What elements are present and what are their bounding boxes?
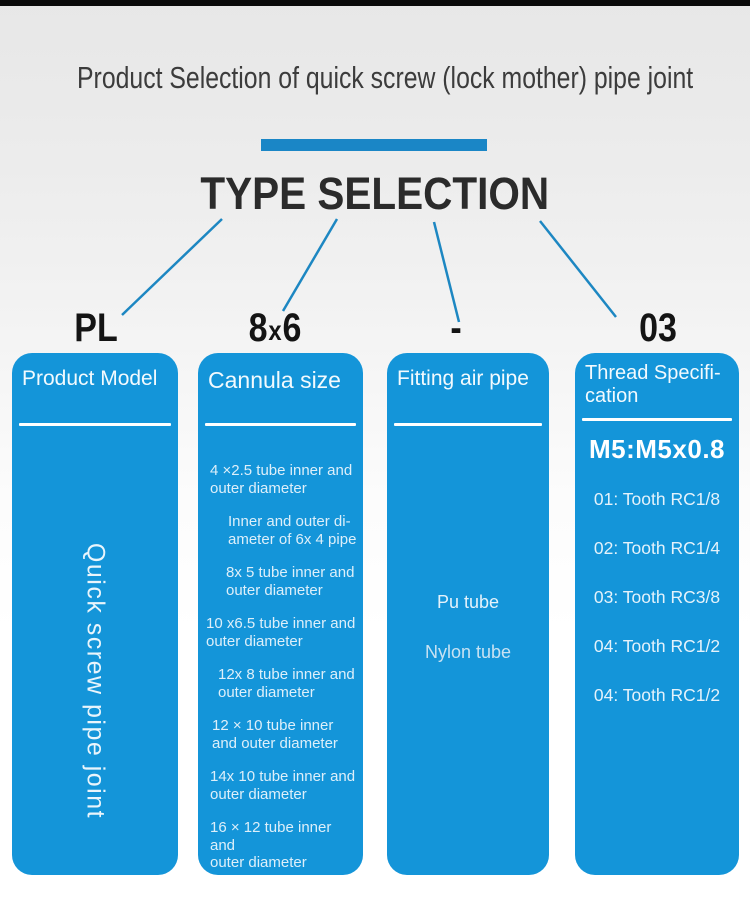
connector-line-product-model [121,218,223,316]
page-title-row: Product Selection of quick screw (lock m… [0,60,750,96]
column-fitting-air-pipe-header: Fitting air pipe [397,367,529,390]
cannula-size-item: 12x 8 tube inner and outer diameter [218,666,355,701]
column-fitting-air-pipe: Fitting air pipe Pu tube Nylon tube [387,353,549,875]
fitting-air-pipe-item: Nylon tube [424,642,512,662]
code-cannula-size: 8x6 [233,306,318,350]
code-separator: - [450,306,462,350]
thread-spec-highlight: M5:M5x0.8 [589,434,725,464]
cannula-size-item: 14x 10 tube inner and outer diameter [210,768,356,803]
thread-spec-item: 02: Tooth RC1/4 [593,538,721,558]
product-model-vertical-label: Quick screw pipe joint [81,542,110,820]
code-thread-spec: 03 [639,306,677,350]
cannula-size-item: 4 ×2.5 tube inner and outer diameter [210,462,353,497]
column-thread-specification: Thread Specifi- cation M5:M5x0.8 01: Too… [575,353,739,875]
cannula-size-item: 10 x6.5 tube inner and outer diameter [206,615,356,650]
title-divider-bar [261,139,487,151]
cannula-size-item: 12 × 10 tube inner and outer diameter [212,717,338,752]
section-title: TYPE SELECTION [200,168,550,219]
thread-spec-item: 03: Tooth RC3/8 [593,587,721,607]
column-product-model-underline [19,423,171,426]
column-fitting-air-pipe-underline [394,423,542,426]
column-thread-specification-underline [582,418,732,421]
column-fitting-air-pipe-body: Pu tube Nylon tube [387,426,549,663]
column-cannula-size-body: 4 ×2.5 tube inner and outer diameter Inn… [198,426,363,872]
column-cannula-size: Cannula size 4 ×2.5 tube inner and outer… [198,353,363,875]
column-product-model: Product Model Quick screw pipe joint [12,353,178,875]
top-black-strip [0,0,750,6]
thread-spec-item: 04: Tooth RC1/2 [593,636,721,656]
cannula-size-item: 16 × 12 tube inner and outer diameter [210,819,332,871]
column-thread-specification-body: M5:M5x0.8 01: Tooth RC1/8 02: Tooth RC1/… [575,434,739,706]
thread-spec-item: 04: Tooth RC1/2 [593,685,721,705]
code-cannula-size-second: 6 [282,306,302,350]
page-title: Product Selection of quick screw (lock m… [77,60,694,95]
section-title-row: TYPE SELECTION [0,168,750,220]
thread-spec-item: 01: Tooth RC1/8 [593,489,721,509]
connector-line-thread-spec [539,220,617,318]
fitting-air-pipe-item: Pu tube [436,592,500,612]
column-product-model-header: Product Model [22,367,158,390]
column-cannula-size-underline [205,423,356,426]
cannula-size-item: Inner and outer di- ameter of 6x 4 pipe [228,513,357,548]
code-product-model: PL [74,306,118,350]
column-cannula-size-header: Cannula size [208,367,341,393]
code-cannula-size-first: 8 [248,306,268,350]
cannula-size-item: 8x 5 tube inner and outer diameter [226,564,355,599]
connector-line-cannula-size [281,218,339,312]
column-thread-specification-header: Thread Specifi- cation [585,362,721,407]
code-cannula-size-x: x [268,315,282,346]
